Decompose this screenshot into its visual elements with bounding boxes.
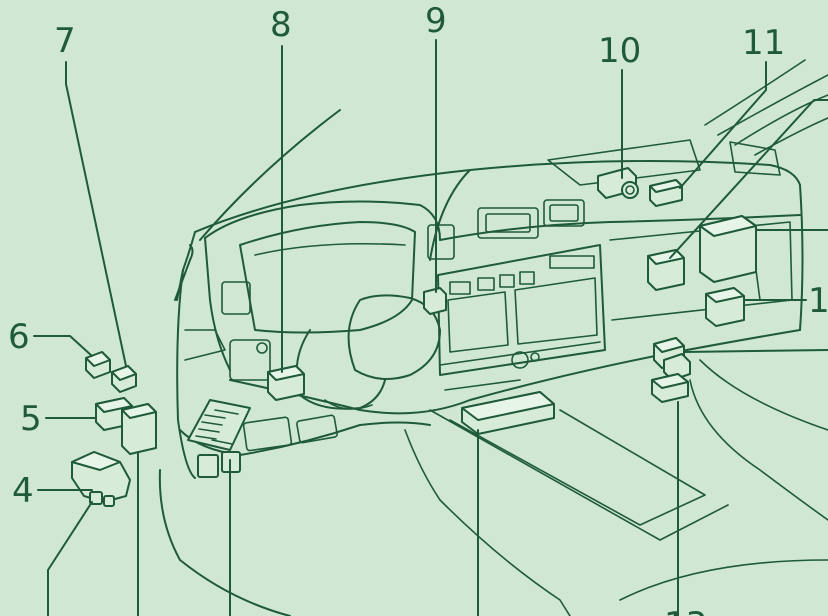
component-ecu (699, 215, 757, 283)
component-5 (95, 397, 157, 455)
component-6 (85, 351, 111, 379)
component-boxes (71, 167, 757, 507)
callout-8: 8 (270, 5, 292, 45)
leader-13a (683, 349, 828, 353)
callout-10: 10 (598, 31, 641, 71)
callout-5: 5 (20, 399, 42, 439)
leader-6 (33, 335, 93, 357)
leader-7 (65, 61, 127, 367)
callout-11: 11 (742, 23, 785, 63)
component-7 (111, 365, 137, 393)
callout-13: 13 (664, 605, 707, 616)
steering-wheel (295, 294, 441, 410)
component-9 (423, 287, 447, 315)
component-8 (267, 365, 305, 401)
component-14 (705, 287, 745, 327)
component-right-relay (647, 249, 685, 291)
component-10 (597, 167, 639, 199)
callout-7: 7 (54, 21, 76, 61)
leader-lines (33, 39, 828, 616)
center-stack (427, 199, 606, 391)
component-4 (71, 451, 131, 507)
component-11 (649, 179, 683, 207)
dashboard-outline (158, 59, 828, 616)
component-floor-module (461, 391, 555, 435)
callout-6: 6 (8, 317, 30, 357)
callout-9: 9 (425, 1, 447, 41)
leader-12 (669, 99, 828, 259)
leader-11 (679, 61, 767, 189)
callout-14: 14 (808, 281, 828, 321)
left-panel (184, 329, 338, 478)
leader-4b (47, 501, 93, 616)
callout-labels: 7 6 5 4 8 9 10 11 14 13 (8, 1, 828, 616)
component-13 (651, 337, 691, 403)
instrument-cluster (221, 221, 416, 381)
callout-4: 4 (12, 471, 34, 511)
